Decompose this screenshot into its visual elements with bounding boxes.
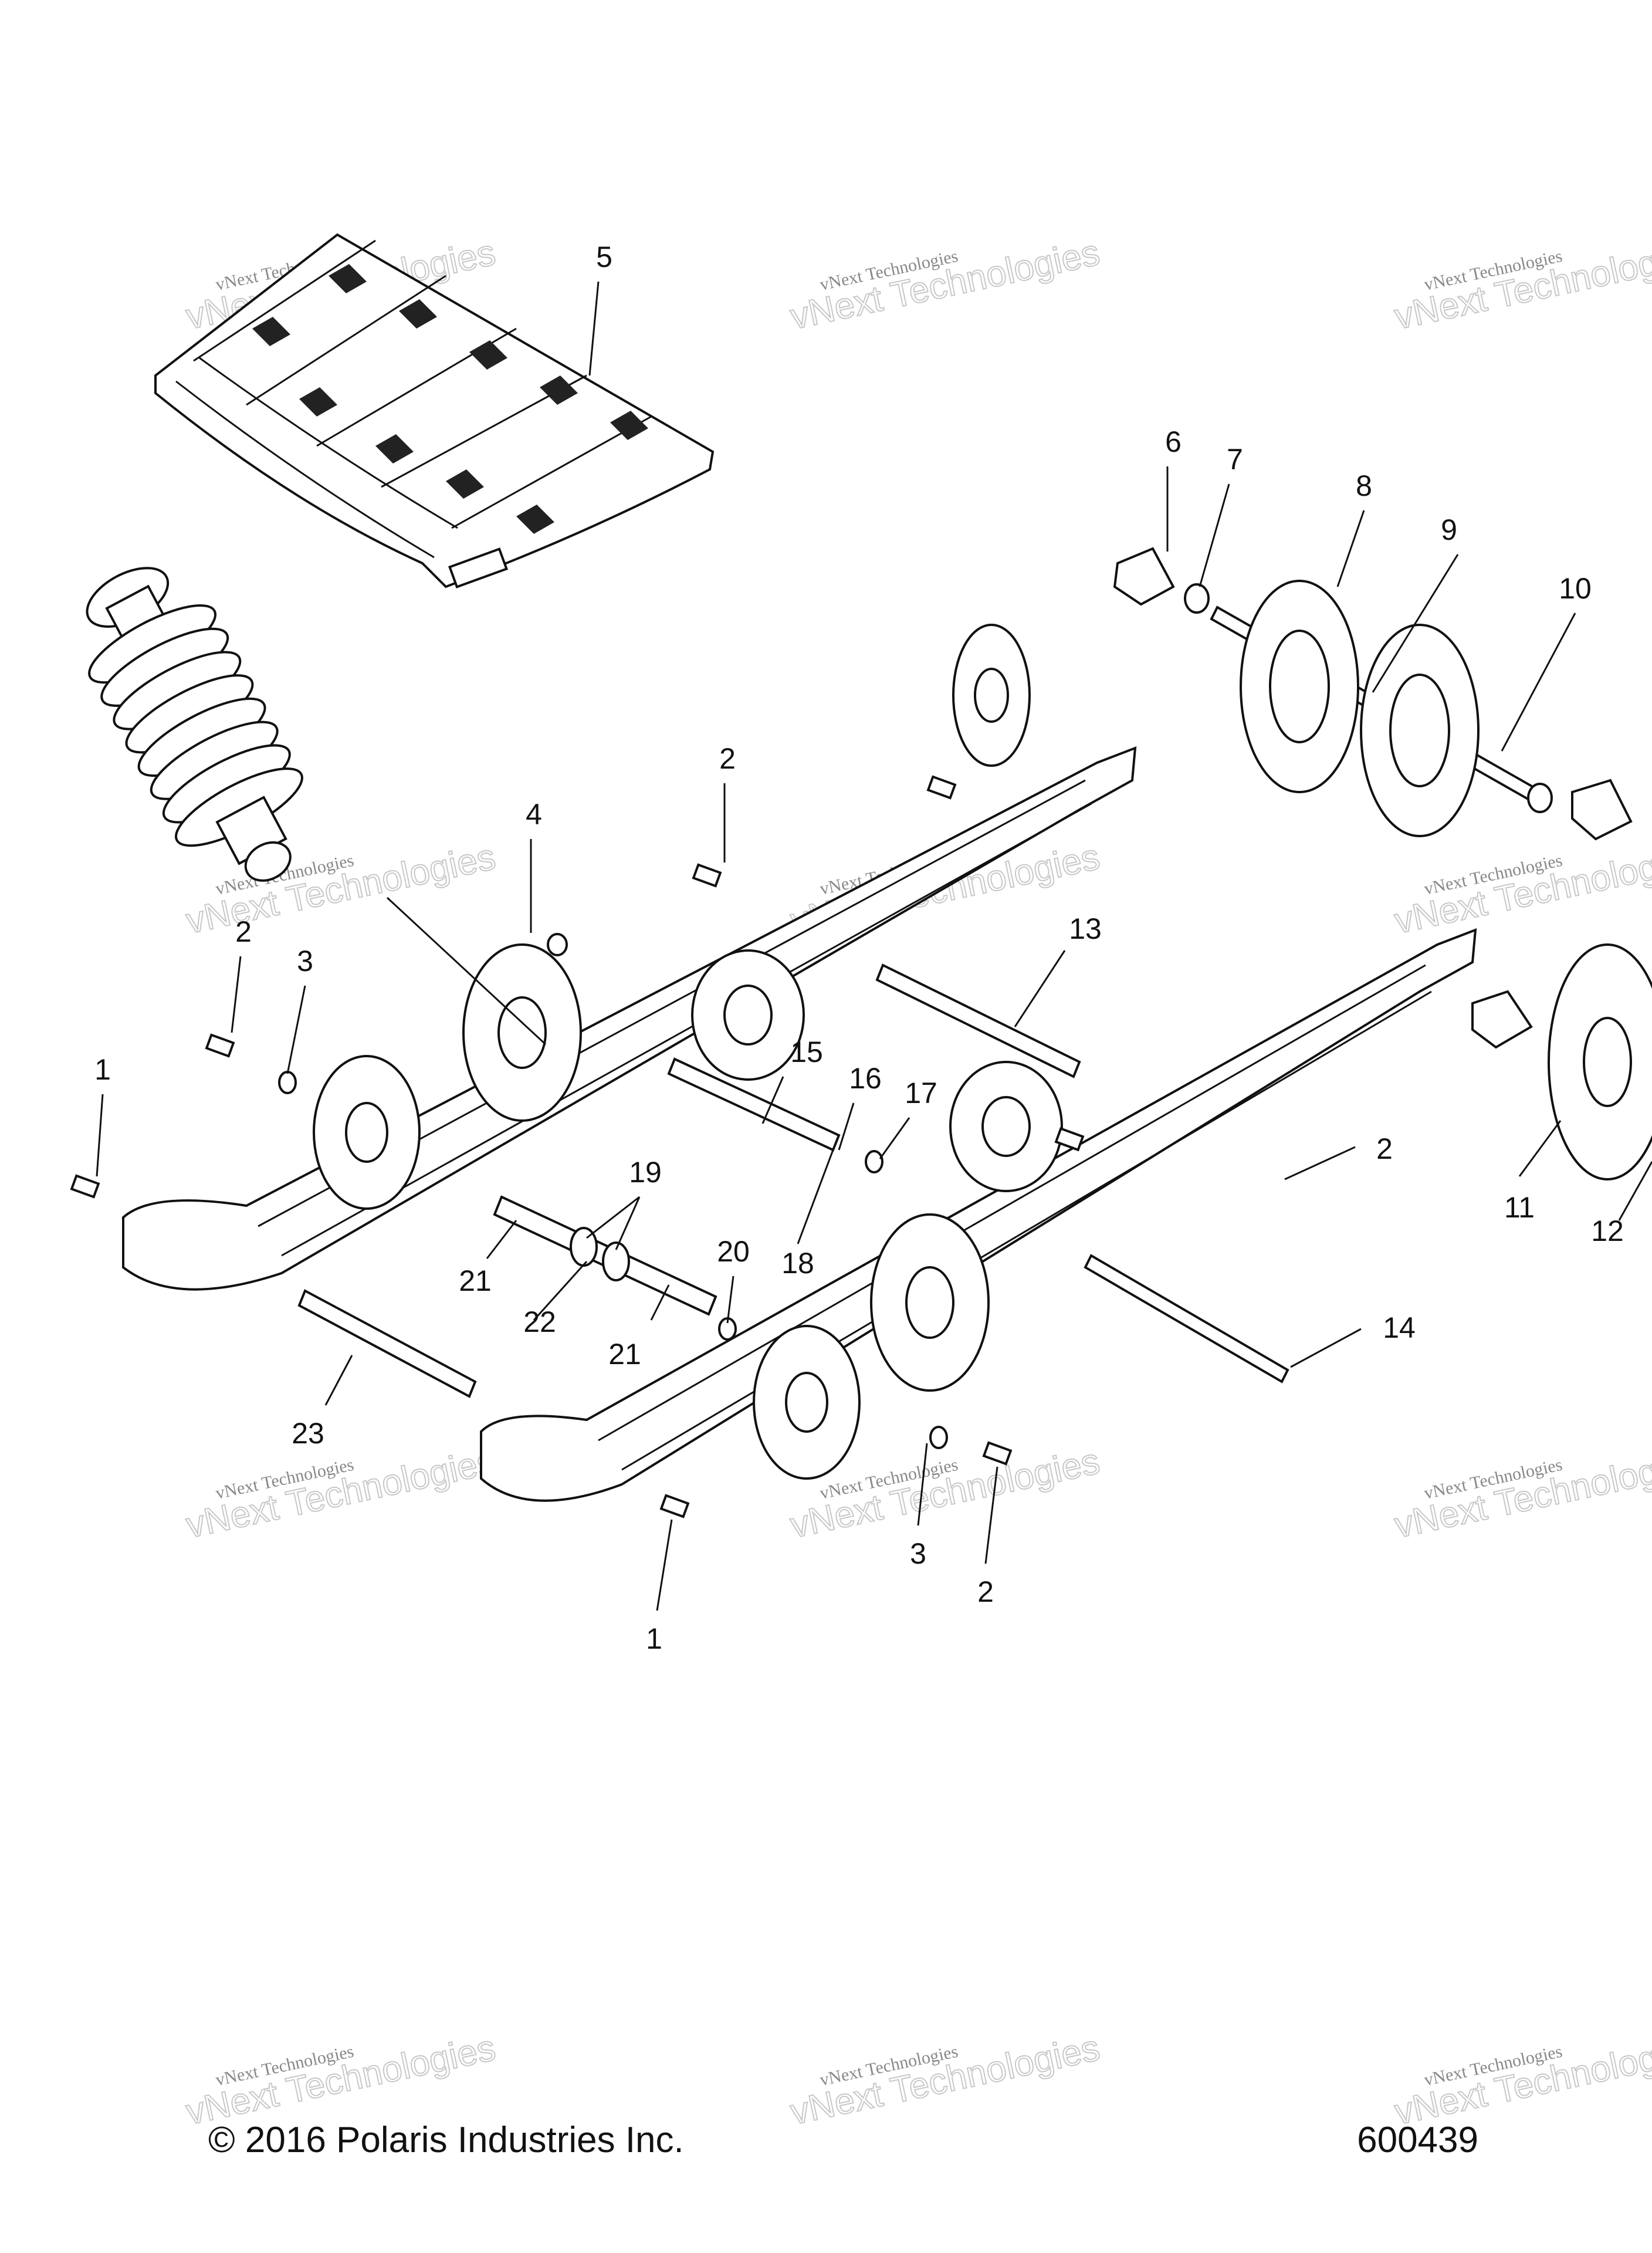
- callout-3: 3: [910, 1537, 926, 1570]
- rail-right-illustration: [480, 928, 1652, 1502]
- shafts-and-bolts-illustration: [70, 775, 1289, 1518]
- callout-22: 22: [523, 1305, 556, 1338]
- axle-assembly-illustration: [1113, 547, 1633, 841]
- callout-21: 21: [608, 1338, 641, 1371]
- watermark: vNext Technologies vNext Technologies: [1390, 836, 1652, 942]
- callout-11: 11: [1504, 1191, 1535, 1224]
- callout-6: 6: [1165, 425, 1182, 458]
- leader-lines: [96, 281, 1652, 1611]
- callout-5: 5: [596, 241, 612, 273]
- figure-number: 600439: [1357, 2120, 1478, 2160]
- callout-15: 15: [790, 1036, 823, 1068]
- watermark: vNext Technologies vNext Technologies: [182, 2027, 499, 2133]
- callout-2: 2: [235, 915, 252, 948]
- callout-16: 16: [849, 1062, 882, 1095]
- watermark: vNext Technologies vNext Technologies: [182, 1440, 499, 1547]
- callout-19: 19: [629, 1156, 662, 1189]
- callout-21: 21: [459, 1264, 492, 1297]
- callout-1: 1: [646, 1622, 662, 1655]
- callout-17: 17: [905, 1077, 937, 1109]
- shock-absorber-illustration: [86, 567, 303, 882]
- callout-9: 9: [1441, 513, 1457, 546]
- callout-2: 2: [1376, 1132, 1393, 1165]
- callout-7: 7: [1227, 443, 1243, 476]
- callout-2: 2: [719, 742, 736, 775]
- rail-left-illustration: [122, 624, 1137, 1291]
- callout-12: 12: [1591, 1215, 1624, 1247]
- watermark: vNext Technologies vNext Technologies: [1390, 1440, 1652, 1547]
- watermark: vNext Technologies vNext Technologies: [786, 232, 1103, 338]
- watermark: vNext Technologies vNext Technologies: [1390, 232, 1652, 338]
- callout-20: 20: [717, 1235, 750, 1268]
- watermark: vNext Technologies vNext Technologies: [1390, 2027, 1652, 2133]
- callout-23: 23: [292, 1417, 324, 1450]
- callout-2: 2: [977, 1575, 994, 1608]
- callout-numbers: 5 6 7 8 9 10 2 4 2 3 1 13 15 16 17 19 20…: [94, 241, 1624, 1655]
- callout-4: 4: [526, 798, 542, 831]
- watermark: vNext Technologies vNext Technologies: [786, 2027, 1103, 2133]
- callout-3: 3: [297, 945, 313, 977]
- footer: © 2016 Polaris Industries Inc. 600439: [208, 2120, 1478, 2160]
- callout-13: 13: [1069, 912, 1102, 945]
- copyright-text: © 2016 Polaris Industries Inc.: [208, 2120, 684, 2160]
- track-illustration: [154, 233, 715, 588]
- callout-1: 1: [94, 1053, 111, 1086]
- callout-10: 10: [1559, 572, 1592, 605]
- callout-18: 18: [781, 1247, 814, 1280]
- callout-8: 8: [1356, 469, 1372, 502]
- callout-14: 14: [1383, 1311, 1416, 1344]
